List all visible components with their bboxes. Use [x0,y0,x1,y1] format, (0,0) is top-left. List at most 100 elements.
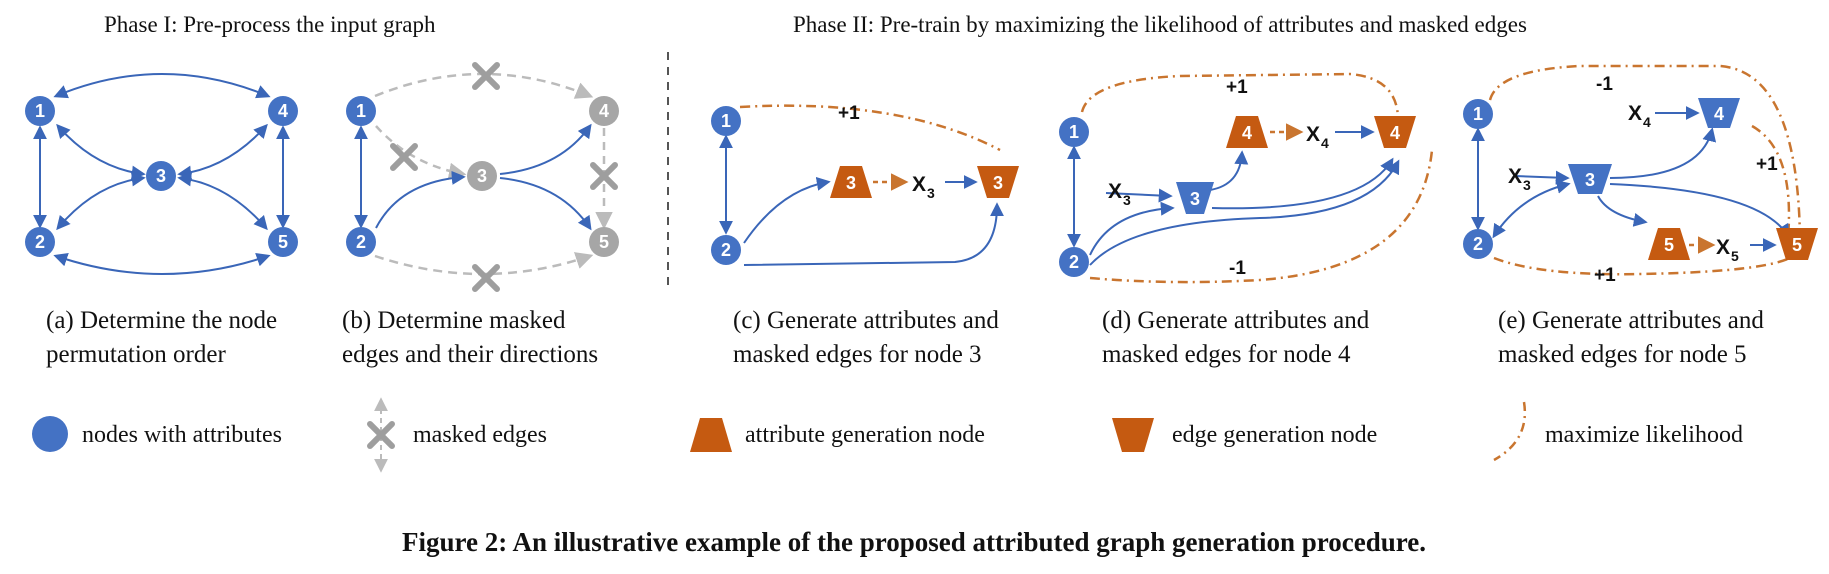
likelihood-e-2 [1751,124,1791,239]
node-e-1-label: 1 [1473,104,1483,124]
edge-c-2-3edge [743,202,1004,266]
node-e-2 [1463,229,1493,259]
caption-d-line1: (d) Generate attributes and [1102,307,1370,334]
edge-node-c-3-label: 3 [993,173,1003,193]
x3-label-e: X [1508,165,1522,188]
node-b-2-label: 2 [356,232,366,252]
phase1-title: Phase I: Pre-process the input graph [104,12,436,37]
caption-a-line1: (a) Determine the node [46,307,277,334]
x4-sub-d: 4 [1321,135,1329,151]
edge-node-d-3 [1176,182,1214,214]
likelihood-c-1 [739,104,1001,152]
edge-node-e-4 [1698,98,1740,128]
node-a-5 [268,227,298,257]
legend-edge-label: edge generation node [1172,422,1377,448]
edge-d-2-4edge [1089,159,1400,266]
plus-one-c: +1 [838,103,860,124]
attr-node-d-4 [1226,116,1268,148]
node-c-2 [711,235,741,265]
node-b-5 [589,227,619,257]
likelihood-d-2 [1089,149,1434,284]
attr-node-d-4-label: 4 [1242,123,1252,143]
plus-one-d: +1 [1226,77,1248,98]
node-b-1 [346,96,376,126]
edge-a-2-3 [56,172,146,231]
legend-node-icon [32,416,68,452]
edge-a-2-5 [53,252,271,275]
caption-b-line2: edges and their directions [342,341,598,368]
node-b-4 [589,96,619,126]
edge-node-d-3-label: 3 [1190,189,1200,209]
node-b-1-label: 1 [356,101,366,121]
masked-x-icon [393,146,415,168]
x3-label-d: X [1108,180,1122,203]
x3-label-c: X [912,173,926,196]
caption-e-line2: masked edges for node 5 [1498,341,1747,368]
node-b-5-label: 5 [599,232,609,252]
edge-node-e-5 [1776,228,1818,260]
node-b-4-label: 4 [599,101,609,121]
phase2-title: Phase II: Pre-train by maximizing the li… [793,12,1527,37]
panel-b: 1 2 3 4 5 [346,65,619,289]
node-c-1 [711,106,741,136]
edge-b-1-3-masked [375,125,467,180]
node-a-1 [25,96,55,126]
caption-b-line1: (b) Determine masked [342,307,566,334]
x4-label-d: X [1306,123,1320,146]
figure-caption: Figure 2: An illustrative example of the… [402,527,1426,557]
caption-c-line1: (c) Generate attributes and [733,307,999,334]
legend-attr-label: attribute generation node [745,422,985,448]
caption-d-line2: masked edges for node 4 [1102,341,1351,368]
node-b-3 [467,161,497,191]
panel-d: 3 4 4 X 4 X 3 +1 -1 1 2 [1059,72,1434,284]
node-d-2-label: 2 [1069,252,1079,272]
node-c-2-label: 2 [721,240,731,260]
edge-b-2-3 [375,170,466,229]
edge-node-d-4-label: 4 [1390,123,1400,143]
x-arrow-d-3 [1105,188,1173,203]
node-b-2 [346,227,376,257]
masked-x-icon [475,65,497,87]
caption-e-line1: (e) Generate attributes and [1498,307,1764,334]
edge-e-2-3 [1492,179,1571,239]
edge-node-d-4 [1374,116,1416,148]
node-a-4 [268,96,298,126]
minus-one-e: -1 [1596,74,1613,95]
x3-sub-d: 3 [1123,192,1131,208]
legend-attr-node-icon [690,418,732,452]
edge-node-e-5-label: 5 [1792,235,1802,255]
legend-likelihood-label: maximize likelihood [1545,422,1743,448]
node-a-3-label: 3 [156,166,166,186]
edge-a-1-3 [56,123,146,180]
caption-a-line2: permutation order [46,341,226,368]
edge-node-e-4-label: 4 [1714,104,1724,124]
x4-label-e: X [1628,102,1642,125]
x5-sub-e: 5 [1731,248,1739,264]
edge-node-e-3 [1568,164,1612,194]
edge-e-3-5attr [1597,195,1648,227]
likelihood-e-1 [1488,64,1802,241]
node-e-2-label: 2 [1473,234,1483,254]
x3-sub-e: 3 [1523,177,1531,193]
x-arrow-e-3 [1514,170,1570,185]
edge-d-3-4edge [1211,157,1394,210]
plus-one-e-bottom: +1 [1594,265,1616,286]
edge-e-3-4 [1609,127,1717,179]
masked-x-icon [593,165,615,187]
edge-node-e-3-label: 3 [1585,170,1595,190]
attr-node-c-3 [830,166,872,198]
x3-sub-c: 3 [927,185,935,201]
legend-edge-node-icon [1112,418,1154,452]
attr-node-c-3-label: 3 [846,173,856,193]
node-a-5-label: 5 [278,232,288,252]
edge-c-2-3attr [743,176,831,244]
likelihood-e-3 [1493,256,1791,276]
panel-a: 1 2 3 4 5 [25,73,298,275]
edge-a-1-4 [53,73,271,99]
legend-masked-label: masked edges [413,422,547,448]
plus-one-e-top: +1 [1756,154,1778,175]
edge-d-3-4attr [1209,150,1249,191]
edge-node-c-3 [977,166,1019,198]
caption-c-line2: masked edges for node 3 [733,341,982,368]
